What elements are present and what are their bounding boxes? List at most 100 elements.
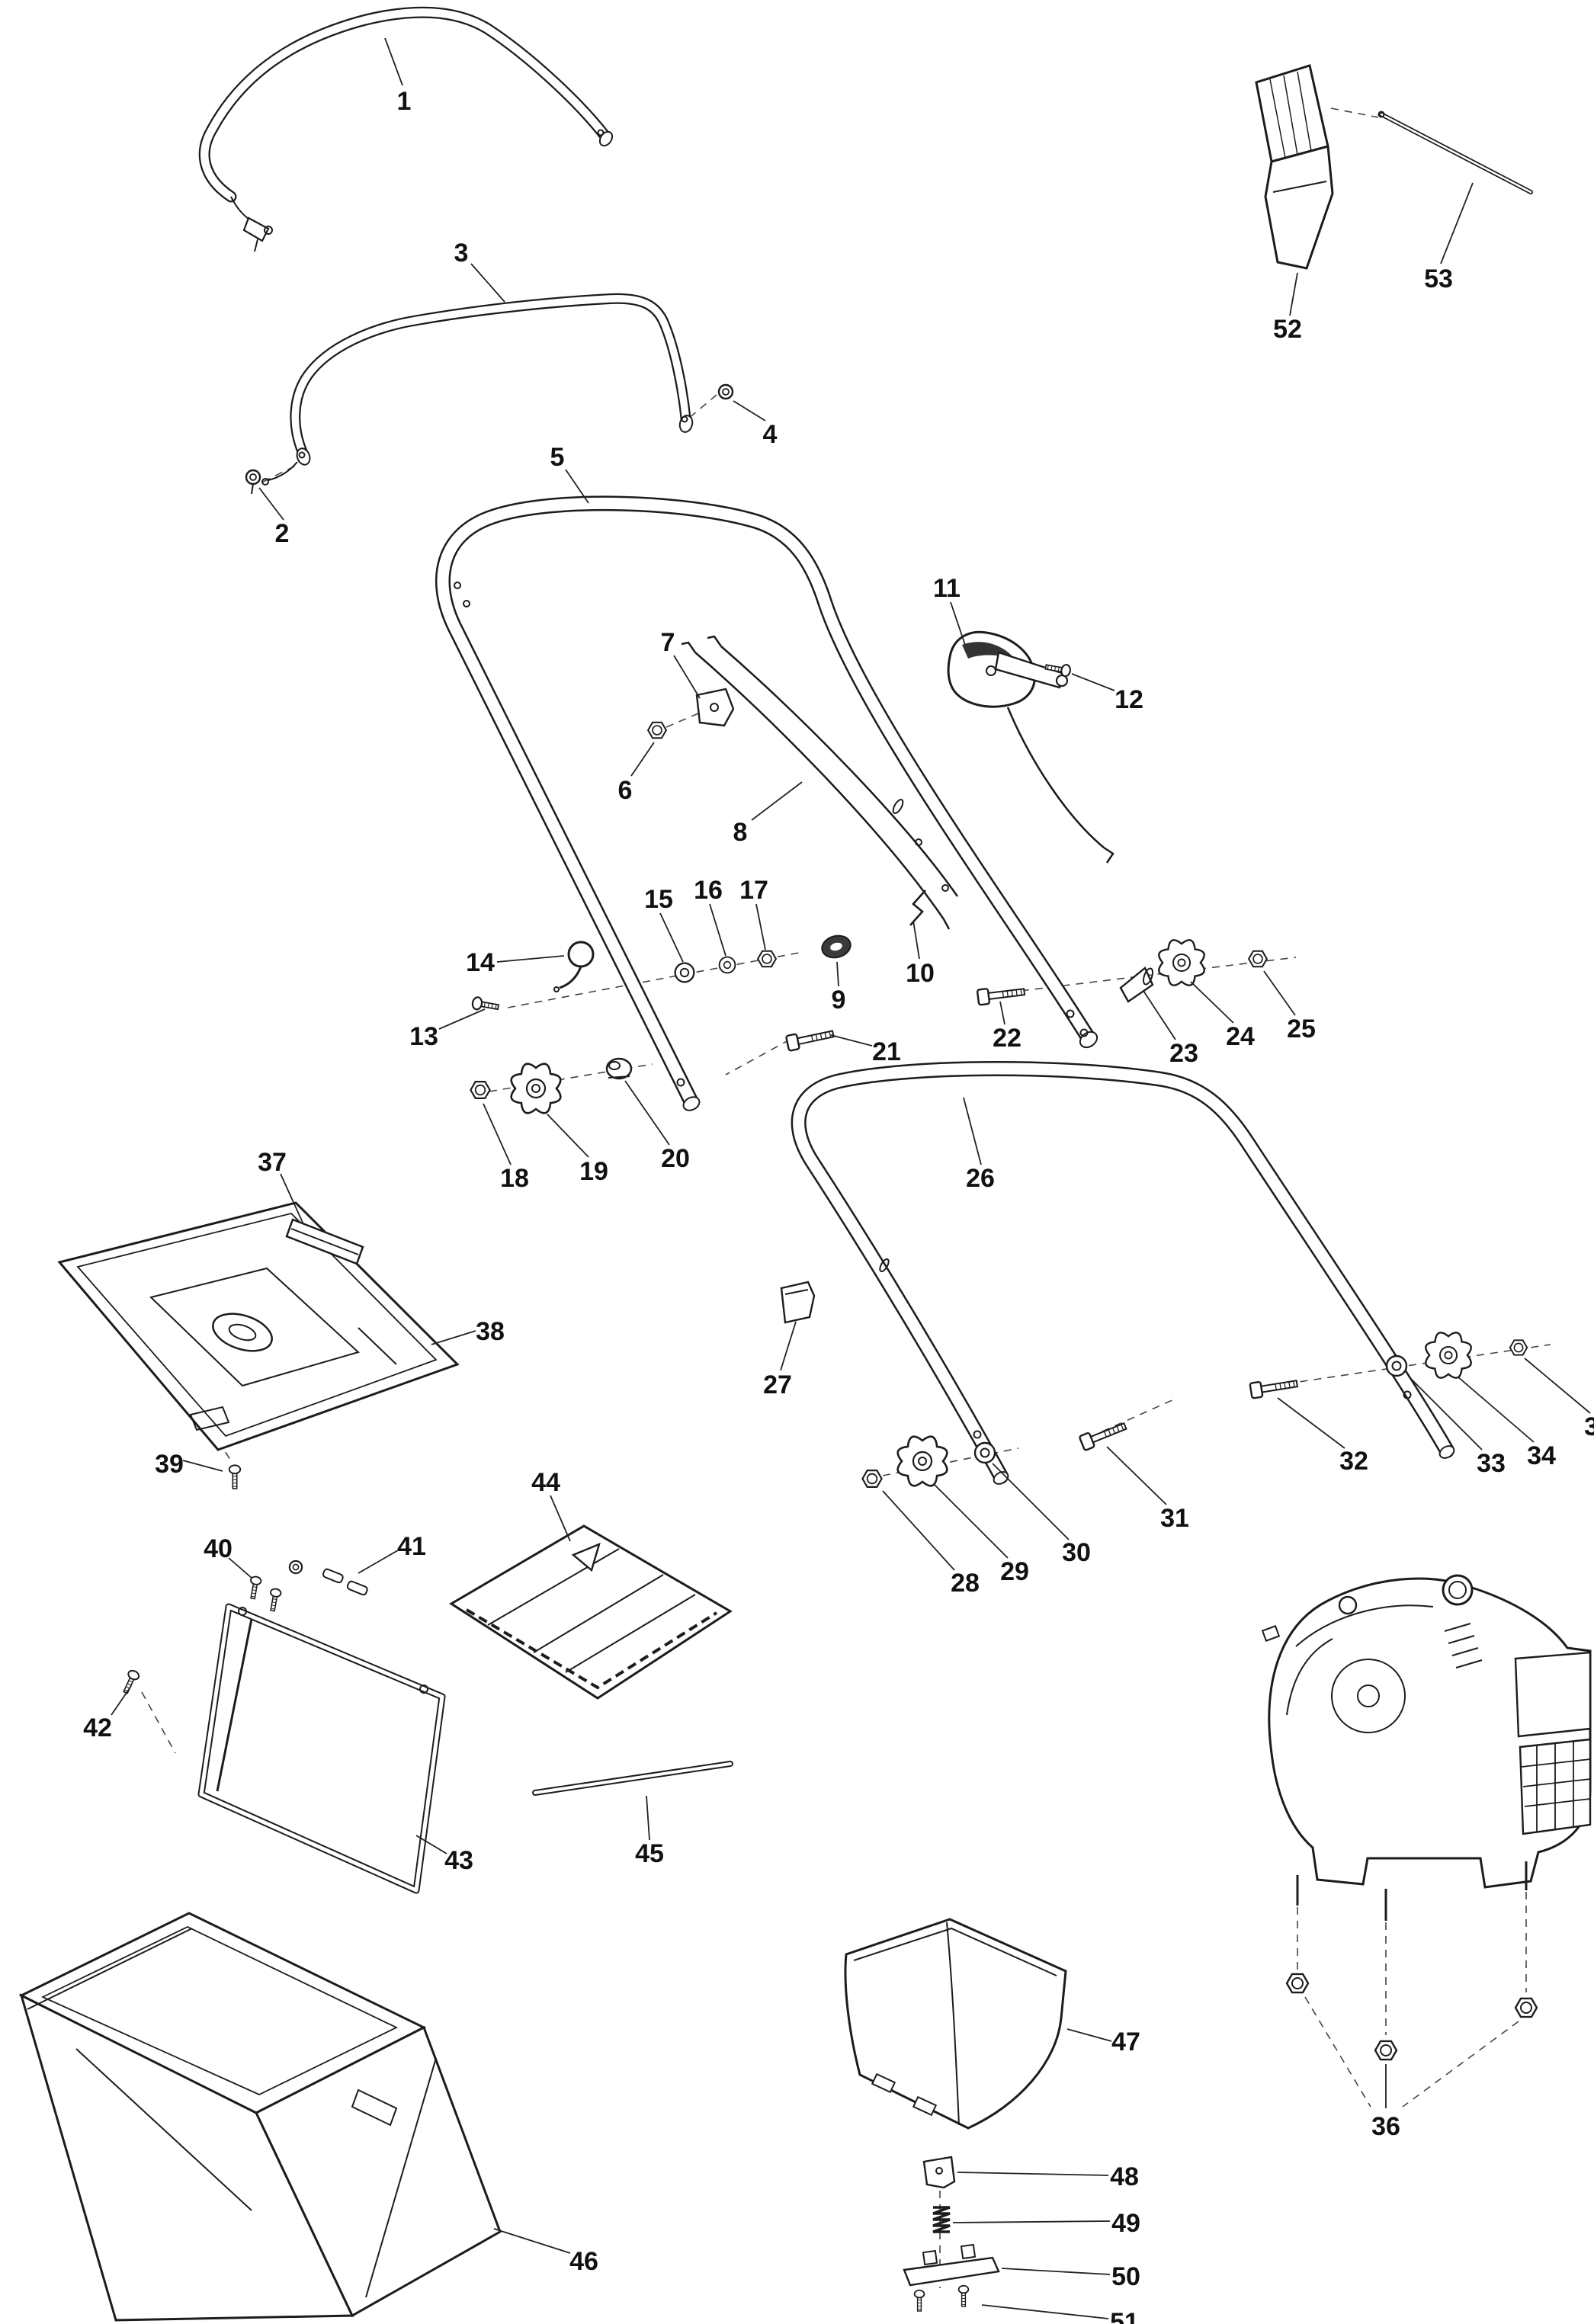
part-number-47: 47 [1111,2027,1140,2056]
part-number-35: 35 [1584,1412,1594,1441]
part-14-cable-ring [553,941,595,992]
part-number-42: 42 [83,1713,112,1742]
part-number-28: 28 [951,1569,980,1598]
part-51-screws [913,2284,970,2312]
part-number-46: 46 [569,2247,598,2276]
part-34-handle-knob [1425,1332,1472,1379]
part-number-13: 13 [409,1022,438,1051]
part-28-nut [861,1470,883,1488]
part-number-5: 5 [550,443,565,472]
part-49-spring [932,2206,951,2233]
part-10-cable-end [909,890,926,926]
part-11-throttle-control [947,630,1115,864]
part-number-51: 51 [1110,2308,1139,2324]
part-1-upper-handle [204,12,614,252]
part-21-carriage-bolt [784,1025,836,1053]
part-number-14: 14 [466,948,495,977]
part-number-52: 52 [1273,315,1302,344]
part-40-screws [246,1575,283,1613]
part-number-53: 53 [1424,264,1453,293]
part-number-34: 34 [1527,1441,1556,1470]
part-number-31: 31 [1160,1504,1189,1533]
part-number-36: 36 [1371,2112,1400,2141]
part-9-grommet [821,934,852,959]
part-38-grass-bag-lid [57,1201,460,1451]
part-20-cam-washer [605,1057,633,1080]
part-number-19: 19 [579,1157,608,1186]
part-52-spark-plug-boot [1255,64,1334,270]
part-25-nut [1248,950,1268,968]
part-number-45: 45 [635,1839,664,1868]
part-number-15: 15 [644,885,673,914]
part-18-flange-nut [470,1081,491,1099]
part-number-44: 44 [531,1468,560,1497]
part-47-rear-deflector [844,1918,1067,2130]
part-41-spacers [288,1559,368,1596]
part-number-32: 32 [1339,1447,1368,1476]
part-22-carriage-bolt [976,983,1027,1006]
part-number-41: 41 [397,1532,426,1561]
part-number-9: 9 [832,986,846,1015]
part-number-1: 1 [397,87,412,116]
leader-lines [111,37,1591,2319]
part-8-control-cables [681,635,959,930]
part-29-handle-knob [896,1435,948,1487]
part-number-49: 49 [1111,2209,1140,2238]
part-number-18: 18 [500,1164,529,1193]
part-number-30: 30 [1062,1538,1091,1567]
part-16-washer [718,956,736,974]
part-number-22: 22 [993,1024,1022,1053]
part-number-27: 27 [763,1370,792,1399]
part-2-clip-nut [245,469,261,495]
part-39-screw [228,1464,242,1489]
part-number-2: 2 [275,519,290,548]
part-number-10: 10 [906,959,935,988]
part-number-43: 43 [444,1846,473,1875]
part-number-12: 12 [1115,685,1143,714]
part-number-25: 25 [1287,1015,1316,1043]
part-number-16: 16 [694,876,723,905]
part-number-48: 48 [1110,2162,1139,2191]
part-46-grass-bag [18,1912,502,2322]
part-33-washer [1385,1354,1408,1377]
part-23-cup-washer [1119,966,1154,1003]
part-number-40: 40 [204,1534,233,1563]
part-number-8: 8 [733,818,748,847]
part-number-6: 6 [618,776,633,805]
part-3-lower-handle-bar [261,299,694,486]
part-53-plug-wire [1378,111,1533,194]
construction-dashed-lines [141,107,1551,2288]
part-number-37: 37 [258,1148,287,1177]
part-17-nut [757,950,777,968]
part-35-nut [1509,1339,1528,1356]
part-number-24: 24 [1226,1022,1255,1051]
part-number-23: 23 [1169,1039,1198,1068]
part-26-lower-handle-loop [799,1069,1455,1485]
part-44-bag-cover [449,1524,733,1700]
part-number-21: 21 [872,1037,901,1066]
part-4-flange-nut [717,383,734,400]
part-45-support-rod [532,1761,733,1796]
part-50-latch-bracket [903,2243,1000,2287]
part-19-handle-knob [510,1063,562,1114]
part-42-screw [120,1668,142,1696]
part-37-grip-pad [285,1218,364,1265]
part-number-20: 20 [661,1144,690,1173]
part-15-washer [674,962,695,983]
part-7-cable-bracket [695,688,735,727]
part-number-50: 50 [1111,2262,1140,2291]
part-number-7: 7 [661,628,675,657]
part-43-bag-frame [201,1607,442,1890]
part-number-11: 11 [933,574,961,603]
part-13-screw [470,995,501,1015]
part-36-engine-assembly [1261,1574,1592,2061]
part-6-nut [647,721,667,739]
part-number-33: 33 [1477,1449,1506,1478]
part-number-26: 26 [966,1164,995,1193]
part-number-4: 4 [763,420,778,449]
part-number-29: 29 [1000,1557,1029,1586]
part-24-handle-knob [1158,939,1205,986]
